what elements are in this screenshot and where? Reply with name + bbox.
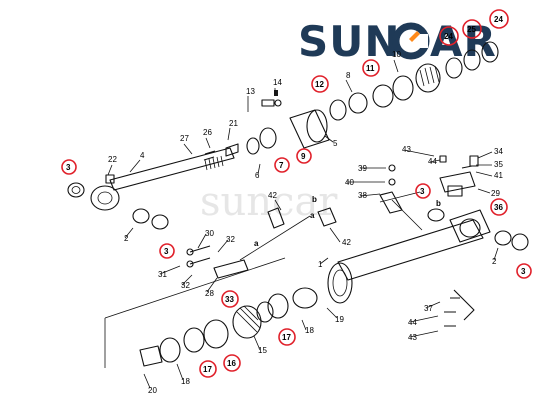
grease-nipple-22-part [105,174,115,184]
label-14: 14 [273,78,282,87]
gland-19-part [292,287,318,309]
label-43-bottom: 43 [408,333,417,342]
ref-a-left: a [254,239,259,248]
label-27: 27 [180,134,189,143]
cushion-part [415,63,441,93]
ring-9-part [259,127,277,149]
piston-part [289,109,330,149]
label-30: 30 [205,229,214,238]
label-2-right: 2 [492,257,497,266]
label-32-bottom: 32 [181,281,190,290]
label-29: 29 [491,189,500,198]
label-41: 41 [494,171,503,180]
callout-24-top: 24 [494,15,503,24]
callout-3-mid: 3 [164,247,169,256]
label-19: 19 [335,315,344,324]
label-40: 40 [345,178,354,187]
callout-17-left: 17 [203,365,212,374]
lower-assembly [104,155,529,368]
label-20: 20 [148,386,157,395]
label-34: 34 [494,147,503,156]
label-42-left: 42 [268,191,277,200]
label-42-right: 42 [342,238,351,247]
callout-11: 11 [366,64,375,73]
callout-33: 33 [225,295,234,304]
watermark-text: suncar [200,179,338,225]
label-43-top: 43 [402,145,411,154]
callout-12: 12 [315,80,324,89]
label-18-left: 18 [181,377,190,386]
callout-17-right: 17 [282,333,291,342]
callout-9: 9 [301,152,306,161]
label-8: 8 [346,71,351,80]
callout-3-right-top: 3 [420,187,425,196]
callout-7: 7 [279,161,284,170]
bushing-3-left-part [67,182,85,198]
label-13: 13 [246,87,255,96]
upper-assembly [67,41,499,230]
label-37: 37 [424,304,433,313]
label-18-right: 18 [305,326,314,335]
label-35: 35 [494,160,503,169]
dust-seal-20-part [139,345,163,367]
seal-15-part [232,305,262,339]
label-26: 26 [203,128,212,137]
label-2-left: 2 [124,234,129,243]
callout-36: 36 [494,203,503,212]
bushing-3-right-part [494,230,512,246]
ref-a-right: a [310,211,315,220]
label-10: 10 [392,50,401,59]
ref-b-left: b [312,195,317,204]
leader-lines [107,59,499,389]
callout-3-right-bottom: 3 [521,267,526,276]
callout-25: 25 [467,25,476,34]
label-32-top: 32 [226,235,235,244]
label-15: 15 [258,346,267,355]
callout-labels: 3 3 3 3 7 9 11 12 16 17 17 24 24 25 33 3… [61,9,532,378]
label-5: 5 [333,139,338,148]
label-6: 6 [255,171,260,180]
brand-logo: SUN AR [298,17,496,66]
label-44-bottom: 44 [408,318,417,327]
label-21: 21 [229,119,238,128]
label-31: 31 [158,270,167,279]
label-22: 22 [108,155,117,164]
callout-16: 16 [227,359,236,368]
label-39: 39 [358,164,367,173]
callout-24-mid: 24 [444,32,453,41]
brand-logo-c-icon [392,22,430,60]
piston-rod-part [109,147,235,191]
callout-3-left: 3 [66,163,71,172]
cylinder-head-part [327,262,353,304]
brand-logo-left: SUN [298,17,401,66]
piston-face-part [306,109,328,143]
label-1: 1 [318,260,323,269]
ref-b-right: b [436,199,441,208]
cylinder-tube-part [337,219,484,281]
rod-eye-part [90,185,120,211]
label-4: 4 [140,151,145,160]
label-28: 28 [205,289,214,298]
